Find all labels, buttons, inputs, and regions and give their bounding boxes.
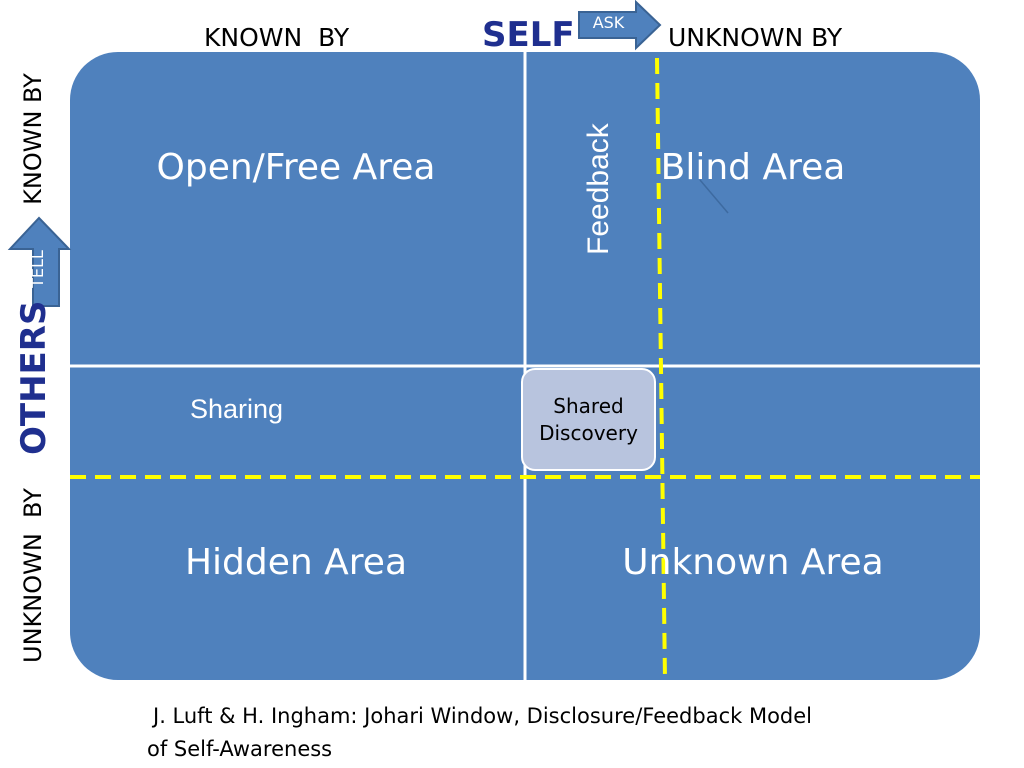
blind-area-title: Blind Area <box>660 147 846 188</box>
tell-arrow <box>7 216 72 307</box>
feedback-dashed-line <box>655 57 667 681</box>
shared-discovery-box: Shared Discovery <box>521 368 656 471</box>
open-area-title: Open/Free Area <box>156 147 436 188</box>
known-by-others-label: KNOWN BY <box>19 73 47 205</box>
unknown-by-others-label: UNKNOWN BY <box>19 488 47 663</box>
shared-discovery-line1: Shared <box>553 393 624 418</box>
ask-arrow <box>578 0 662 51</box>
hidden-area-title: Hidden Area <box>184 542 408 583</box>
self-heading: SELF <box>482 15 575 55</box>
tell-label: TELL <box>28 250 47 288</box>
unknown-area-title: Unknown Area <box>622 542 884 583</box>
known-by-self-label: KNOWN BY <box>204 23 350 52</box>
citation-line2: of Self-Awareness <box>147 736 333 761</box>
ask-label: ASK <box>592 13 625 32</box>
citation-line1: J. Luft & H. Ingham: Johari Window, Disc… <box>153 704 812 728</box>
feedback-label: Feedback <box>582 123 615 255</box>
unknown-by-self-label: UNKNOWN BY <box>668 23 843 52</box>
shared-discovery-line2: Discovery <box>539 420 638 445</box>
citation: J. Luft & H. Ingham: Johari Window, Disc… <box>147 700 947 765</box>
blind-area-connector <box>699 179 729 214</box>
others-heading: OTHERS <box>14 300 54 455</box>
sharing-label: Sharing <box>190 394 284 424</box>
